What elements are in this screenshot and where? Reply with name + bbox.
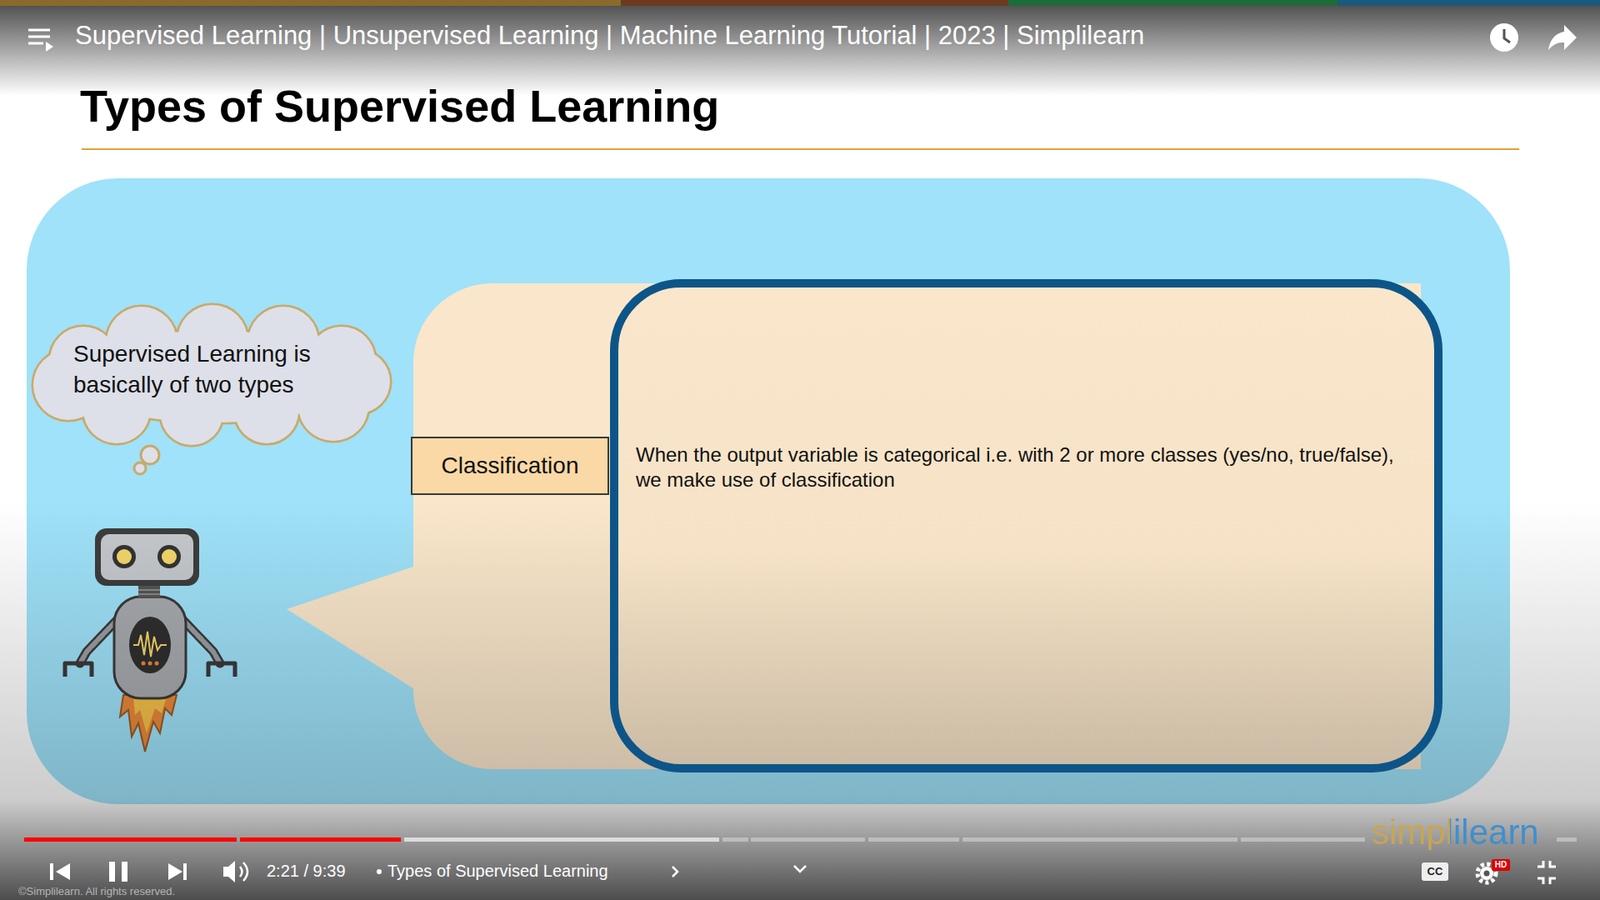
category-box: Classification <box>410 436 610 495</box>
category-label: Classification <box>441 451 580 480</box>
brand-logo: simplilearn <box>1371 815 1540 850</box>
chapter-title: Types of Supervised Learning <box>387 861 609 881</box>
time-display: 2:21 / 9:39 <box>266 861 346 881</box>
hd-badge: HD <box>1491 859 1510 871</box>
watermark: ©Simplilearn. All rights reserved. <box>18 885 175 898</box>
definition-box: When the output variable is categorical … <box>610 279 1443 773</box>
progress-bar <box>24 837 1577 842</box>
thought-text: Supervised Learning is basically of two … <box>73 338 361 400</box>
definition-text: When the output variable is categorical … <box>635 442 1418 493</box>
thought-cloud: Supervised Learning is basically of two … <box>30 301 395 452</box>
captions-button: CC <box>1421 865 1449 878</box>
playlist-icon <box>28 30 54 52</box>
video-title: Supervised Learning | Unsupervised Learn… <box>75 20 1145 51</box>
color-strip <box>0 0 1600 6</box>
share-icon <box>1548 25 1577 50</box>
player-controls <box>50 860 1556 885</box>
watch-later-icon <box>1490 23 1519 52</box>
title-rule <box>81 148 1520 150</box>
slide-title: Types of Supervised Learning <box>80 80 720 132</box>
